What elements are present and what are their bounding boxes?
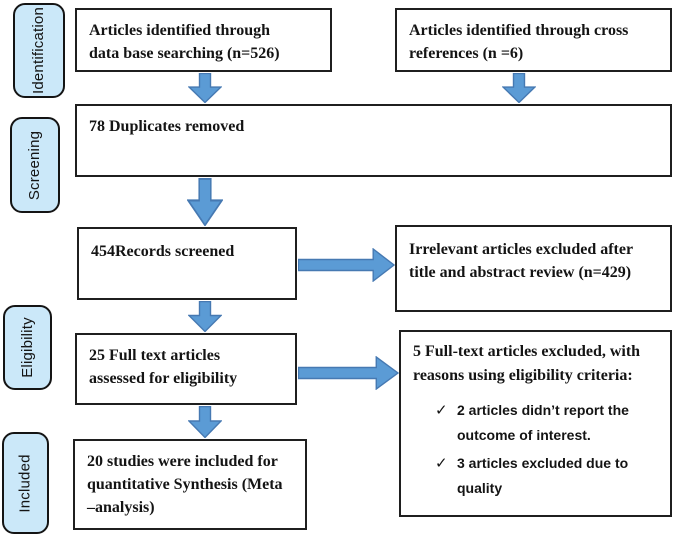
box-cross-references: Articles identified through cross refere… — [395, 8, 672, 72]
box-fulltext-assessed-text: 25 Full text articles assessed for eligi… — [89, 347, 238, 387]
stage-identification: Identification — [13, 3, 65, 98]
down-arrow-icon — [187, 178, 223, 226]
down-arrow-icon — [188, 73, 222, 103]
list-item: ✓ 2 articles didn’t report the outcome o… — [435, 398, 664, 448]
box-studies-included: 20 studies were included for quantitativ… — [73, 439, 307, 530]
exclusion-reason-text: 3 articles excluded due to quality — [457, 455, 629, 496]
box-records-screened-text: 454Records screened — [91, 243, 235, 260]
stage-screening-label: Screening — [26, 130, 44, 200]
arrow-right-screened-to-irrelevant — [298, 248, 395, 282]
exclusion-reason-list: ✓ 2 articles didn’t report the outcome o… — [435, 398, 664, 501]
box-duplicates-removed-text: 78 Duplicates removed — [89, 118, 245, 135]
arrow-down-dbsearch-to-duplicates — [188, 73, 222, 103]
box-irrelevant-excluded-text: Irrelevant articles excluded after title… — [409, 241, 634, 281]
arrow-down-crossrefs-to-duplicates — [502, 73, 536, 103]
right-arrow-icon — [298, 356, 399, 390]
box-studies-included-text: 20 studies were included for quantitativ… — [87, 453, 283, 516]
stage-eligibility-label: Eligibility — [19, 317, 36, 378]
exclusion-reason-text: 2 articles didn’t report the outcome of … — [457, 402, 629, 443]
list-item: ✓ 3 articles excluded due to quality — [435, 451, 664, 501]
stage-eligibility: Eligibility — [3, 305, 52, 390]
stage-screening: Screening — [10, 117, 60, 213]
check-icon: ✓ — [435, 402, 448, 419]
check-icon: ✓ — [435, 455, 448, 472]
box-records-screened: 454Records screened — [77, 227, 297, 300]
box-database-search-text: Articles identified through data base se… — [89, 22, 280, 62]
down-arrow-icon — [188, 301, 222, 332]
arrow-right-fulltext-to-excluded — [298, 356, 399, 390]
box-fulltext-excluded-heading: 5 Full-text articles excluded, with reas… — [413, 343, 641, 384]
stage-included-label: Included — [17, 453, 34, 513]
box-fulltext-assessed: 25 Full text articles assessed for eligi… — [75, 333, 297, 405]
box-cross-references-text: Articles identified through cross refere… — [409, 22, 629, 62]
arrow-down-duplicates-to-screened — [187, 178, 223, 226]
stage-identification-label: Identification — [30, 6, 48, 95]
arrow-down-screened-to-fulltext — [188, 301, 222, 332]
down-arrow-icon — [502, 73, 536, 103]
box-duplicates-removed: 78 Duplicates removed — [75, 104, 672, 177]
right-arrow-icon — [298, 248, 395, 282]
box-fulltext-excluded: 5 Full-text articles excluded, with reas… — [399, 330, 672, 517]
box-database-search: Articles identified through data base se… — [75, 8, 332, 72]
arrow-down-fulltext-to-included — [188, 406, 222, 438]
box-irrelevant-excluded: Irrelevant articles excluded after title… — [395, 225, 672, 312]
down-arrow-icon — [188, 406, 222, 438]
stage-included: Included — [2, 432, 49, 534]
